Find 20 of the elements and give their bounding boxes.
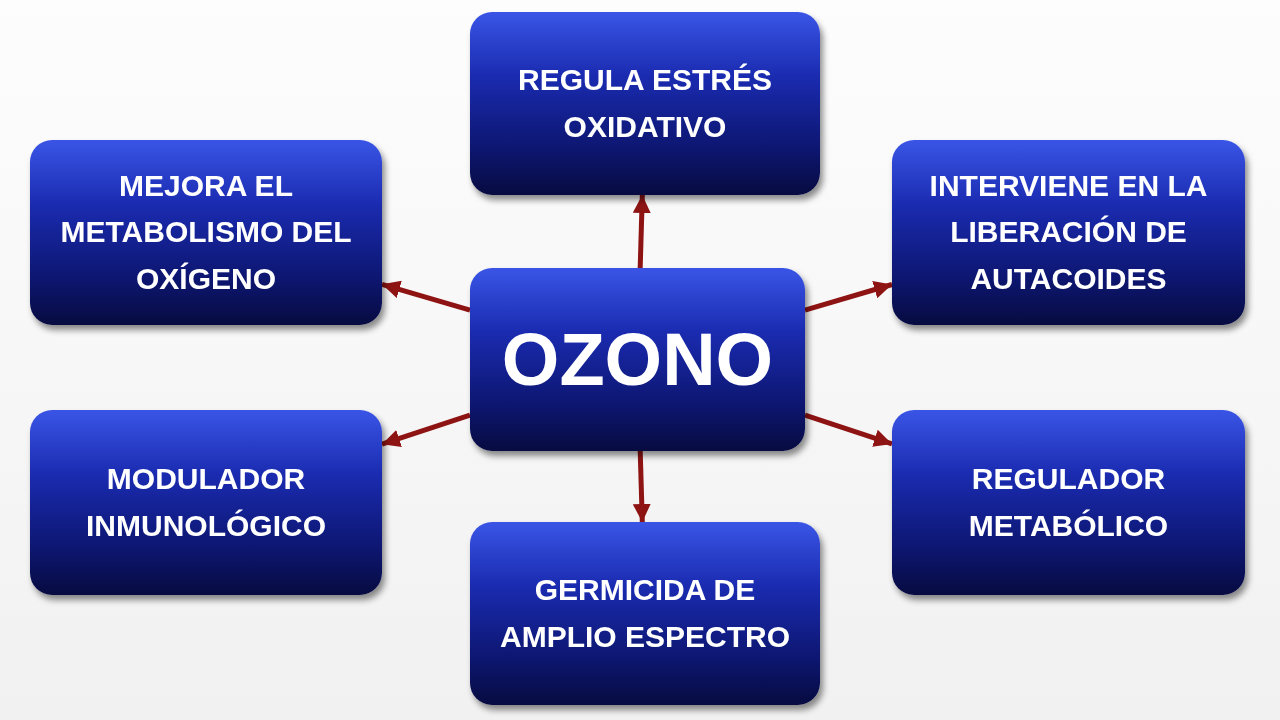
- concept-box: [470, 268, 805, 451]
- concept-box: [470, 522, 820, 705]
- box-label: MODULADOR INMUNOLÓGICO: [85, 461, 327, 544]
- arrow: [381, 412, 471, 448]
- box-label: MEJORA EL METABOLISMO DEL OXÍGENO: [59, 167, 353, 297]
- arrow: [381, 280, 471, 313]
- concept-box: [892, 410, 1245, 595]
- concept-box: [30, 140, 382, 325]
- arrow: [804, 280, 893, 313]
- box-label: INTERVIENE EN LA LIBERACIÓN DE AUTACOIDES: [928, 167, 1209, 297]
- box-label: GERMICIDA DE AMPLIO ESPECTRO: [499, 572, 791, 655]
- concept-box: [470, 12, 820, 195]
- box-label: OZONO: [501, 318, 774, 401]
- arrow: [632, 194, 651, 269]
- concept-box: [892, 140, 1245, 325]
- box-label: REGULADOR METABÓLICO: [967, 461, 1170, 544]
- arrow: [632, 450, 651, 523]
- arrow: [804, 412, 893, 447]
- box-label: REGULA ESTRÉS OXIDATIVO: [517, 62, 773, 145]
- concept-box: [30, 410, 382, 595]
